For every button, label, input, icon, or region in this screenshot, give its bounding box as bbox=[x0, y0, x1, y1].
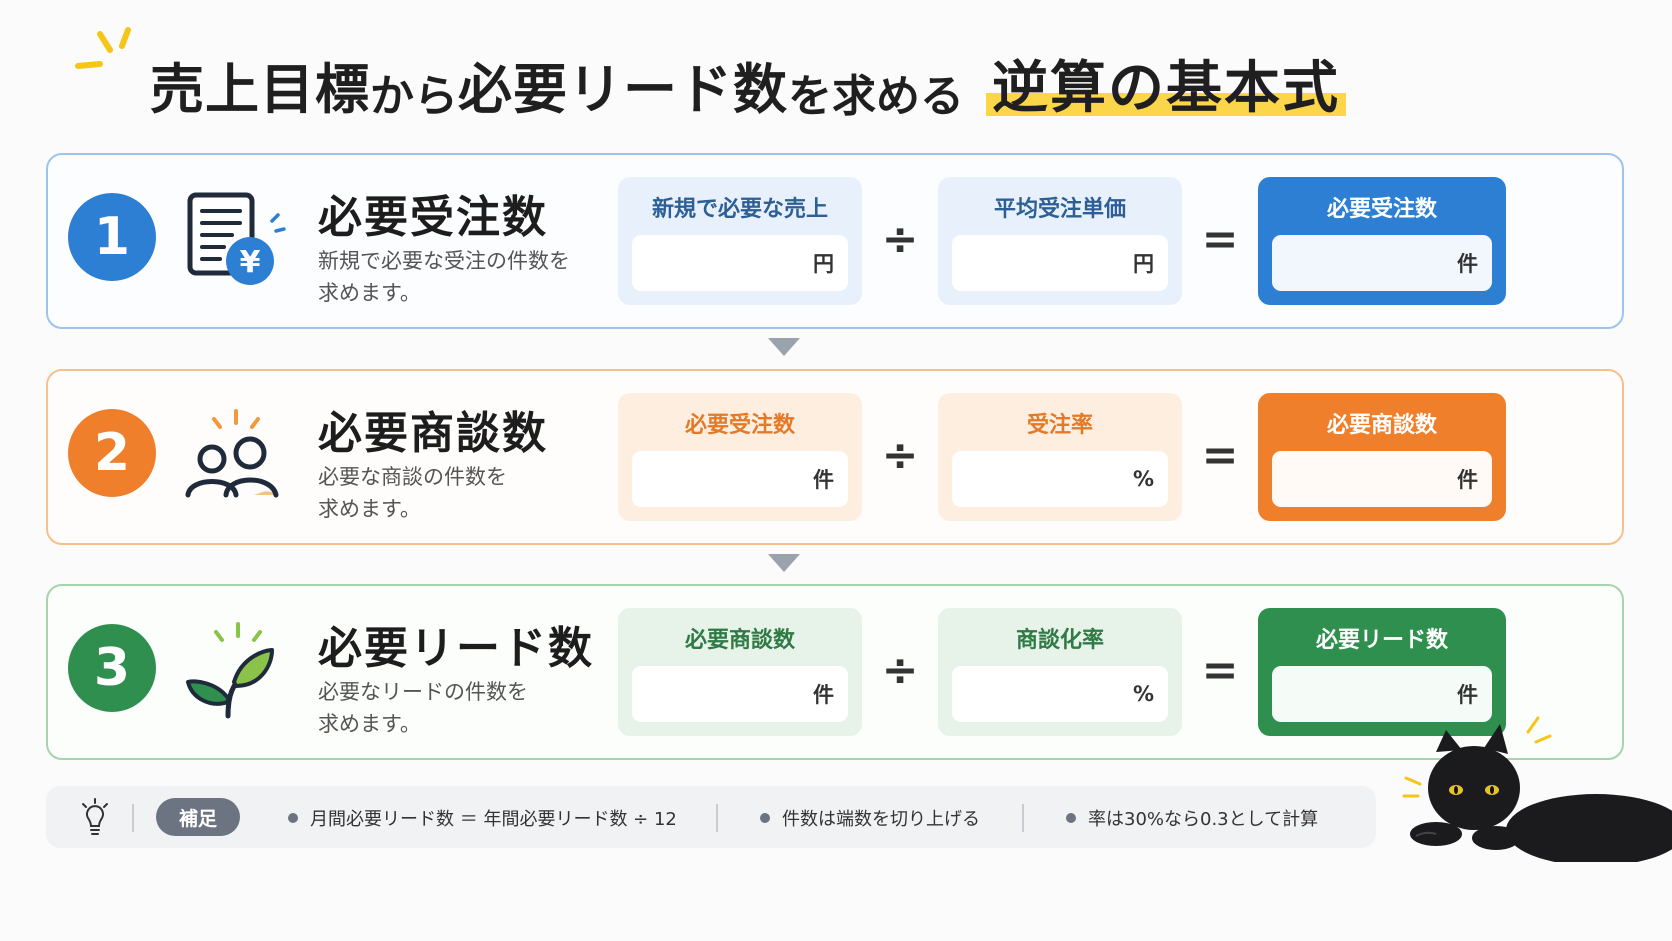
unit-label: 件 bbox=[1457, 683, 1478, 707]
input-box-required-orders: 必要受注数 件 bbox=[618, 393, 862, 521]
note-item: 率は30%なら0.3として計算 bbox=[1066, 805, 1318, 831]
step-number-badge: 1 bbox=[68, 193, 156, 281]
step-card-2: 2 必要商談数 必要な商談の件数を 求めます。 必要受注数 件 ÷ 受注率 % … bbox=[46, 369, 1624, 545]
document-yen-icon: ¥ bbox=[187, 192, 286, 285]
down-arrow-icon bbox=[768, 554, 800, 572]
divide-operator: ÷ bbox=[881, 214, 919, 265]
title-part-3: 必要リード数 bbox=[458, 58, 788, 121]
input-field[interactable]: % bbox=[952, 666, 1168, 722]
step-description: 必要な商談の件数を 求めます。 bbox=[318, 465, 507, 521]
input-box-new-sales: 新規で必要な売上 円 bbox=[618, 177, 862, 305]
result-label: 必要リード数 bbox=[1315, 628, 1448, 653]
input-field[interactable]: 件 bbox=[632, 451, 848, 507]
input-label: 商談化率 bbox=[1015, 628, 1104, 653]
divider bbox=[716, 804, 718, 832]
result-label: 必要商談数 bbox=[1326, 413, 1437, 438]
title-part-1: 売上目標 bbox=[150, 58, 370, 121]
step-number-badge: 2 bbox=[68, 409, 156, 497]
result-box-required-orders: 必要受注数 件 bbox=[1258, 177, 1506, 305]
input-field[interactable]: 円 bbox=[952, 235, 1168, 291]
input-label: 必要受注数 bbox=[684, 413, 795, 438]
result-box-required-meetings: 必要商談数 件 bbox=[1258, 393, 1506, 521]
input-label: 受注率 bbox=[1026, 413, 1093, 438]
input-label: 必要商談数 bbox=[684, 628, 795, 653]
svg-text:¥: ¥ bbox=[240, 245, 261, 280]
result-label: 必要受注数 bbox=[1326, 197, 1437, 222]
result-box-required-leads: 必要リード数 件 bbox=[1258, 608, 1506, 736]
note-item: 件数は端数を切り上げる bbox=[760, 805, 980, 831]
divider bbox=[1022, 804, 1024, 832]
divider bbox=[132, 804, 134, 832]
step-number-badge: 3 bbox=[68, 624, 156, 712]
input-label: 新規で必要な売上 bbox=[651, 197, 828, 222]
equals-operator: = bbox=[1201, 645, 1239, 696]
input-box-required-meetings: 必要商談数 件 bbox=[618, 608, 862, 736]
unit-label: 件 bbox=[1457, 468, 1478, 492]
bullet-icon bbox=[1066, 813, 1076, 823]
bullet-icon bbox=[288, 813, 298, 823]
unit-label: 件 bbox=[1457, 252, 1478, 276]
step-description: 新規で必要な受注の件数を 求めます。 bbox=[318, 249, 570, 305]
unit-label: % bbox=[1132, 467, 1154, 491]
down-arrow-icon bbox=[768, 338, 800, 356]
divide-operator: ÷ bbox=[881, 645, 919, 696]
unit-label: % bbox=[1132, 682, 1154, 706]
step-title: 必要リード数 bbox=[318, 623, 594, 674]
input-field[interactable]: 件 bbox=[632, 666, 848, 722]
page-title: 売上目標 から 必要リード数 を求める 逆算の基本式 bbox=[150, 43, 1346, 124]
supplement-badge: 補足 bbox=[156, 798, 240, 836]
input-label: 平均受注単価 bbox=[993, 197, 1126, 222]
result-field[interactable]: 件 bbox=[1272, 451, 1492, 507]
title-highlight: 逆算の基本式 bbox=[986, 43, 1346, 124]
result-field[interactable]: 件 bbox=[1272, 235, 1492, 291]
note-text: 月間必要リード数 ＝ 年間必要リード数 ÷ 12 bbox=[310, 809, 677, 830]
input-box-meeting-rate: 商談化率 % bbox=[938, 608, 1182, 736]
step-card-3: 3 必要リード数 必要なリードの件数を 求めます。 必要商談数 件 ÷ 商談化率… bbox=[46, 584, 1624, 760]
note-text: 率は30%なら0.3として計算 bbox=[1088, 809, 1319, 830]
step-title: 必要商談数 bbox=[318, 408, 548, 459]
footnote-bar: 補足 月間必要リード数 ＝ 年間必要リード数 ÷ 12 件数は端数を切り上げる … bbox=[46, 786, 1376, 848]
input-box-average-price: 平均受注単価 円 bbox=[938, 177, 1182, 305]
step-title: 必要受注数 bbox=[318, 192, 548, 243]
people-icon bbox=[185, 409, 279, 498]
input-field[interactable]: 円 bbox=[632, 235, 848, 291]
note-text: 件数は端数を切り上げる bbox=[782, 809, 980, 830]
sprout-icon bbox=[186, 622, 274, 719]
sparkle-icon bbox=[75, 27, 131, 69]
equals-operator: = bbox=[1201, 430, 1239, 481]
step-card-1: 1 ¥ 必要受注数 新規で必要な受注の件数を 求めます。 新規で必要な売上 円 … bbox=[46, 153, 1624, 329]
divide-operator: ÷ bbox=[881, 430, 919, 481]
bullet-icon bbox=[760, 813, 770, 823]
title-part-2: から bbox=[370, 71, 458, 122]
unit-label: 円 bbox=[813, 252, 834, 276]
title-part-4: を求める bbox=[788, 71, 964, 122]
note-item: 月間必要リード数 ＝ 年間必要リード数 ÷ 12 bbox=[288, 805, 677, 831]
black-cat-icon bbox=[1402, 716, 1672, 862]
unit-label: 件 bbox=[813, 468, 834, 492]
unit-label: 件 bbox=[813, 683, 834, 707]
input-field[interactable]: % bbox=[952, 451, 1168, 507]
unit-label: 円 bbox=[1133, 252, 1154, 276]
step-description: 必要なリードの件数を 求めます。 bbox=[318, 680, 528, 736]
lightbulb-icon bbox=[82, 798, 108, 835]
equals-operator: = bbox=[1201, 214, 1239, 265]
input-box-close-rate: 受注率 % bbox=[938, 393, 1182, 521]
result-field[interactable]: 件 bbox=[1272, 666, 1492, 722]
